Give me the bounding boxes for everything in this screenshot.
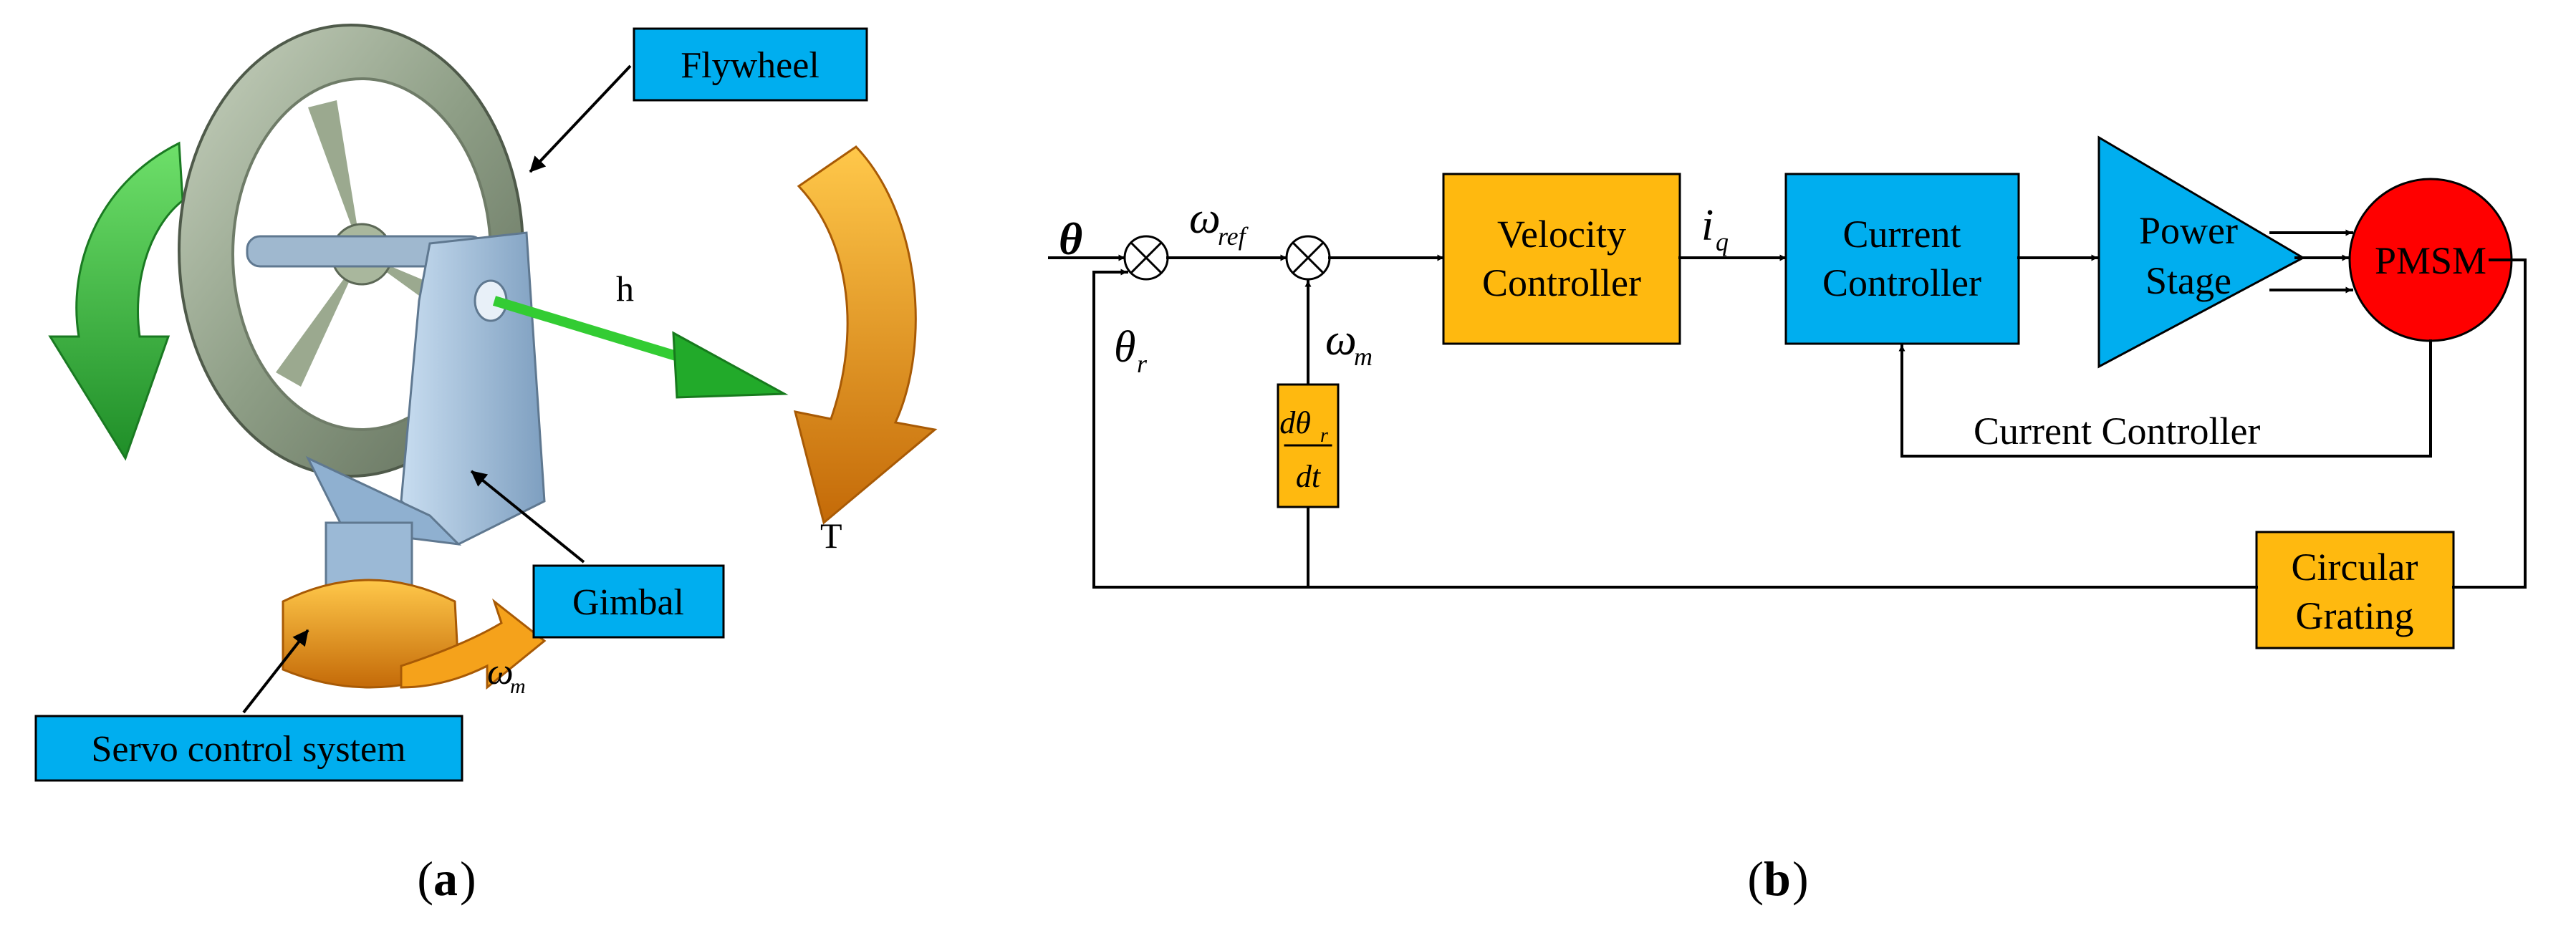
- servo-label: Servo control system: [91, 729, 405, 770]
- servo-base: [282, 579, 547, 690]
- summing-junction-1: [1123, 235, 1169, 281]
- svg-text:Grating: Grating: [2296, 594, 2414, 637]
- flywheel-label: Flywheel: [681, 45, 820, 86]
- circular-grating-block: Circular Grating: [2255, 531, 2455, 649]
- svg-text:i: i: [1701, 201, 1714, 250]
- power-stage-block: Power Stage: [2097, 135, 2306, 369]
- h-label: h: [616, 269, 634, 309]
- svg-text:PMSM: PMSM: [2375, 239, 2486, 282]
- svg-text:Circular: Circular: [2292, 546, 2418, 589]
- flywheel-pointer: [529, 64, 632, 173]
- svg-text:ω: ω: [487, 652, 514, 692]
- current-feedback-label: Current Controller: [1974, 410, 2260, 453]
- velocity-controller-block: Velocity Controller: [1442, 173, 1681, 345]
- svg-text:r: r: [1137, 349, 1148, 378]
- svg-text:dt: dt: [1296, 459, 1322, 494]
- svg-text:Velocity: Velocity: [1497, 213, 1626, 256]
- svg-text:(: (: [1747, 851, 1764, 906]
- svg-text:Stage: Stage: [2145, 259, 2231, 302]
- svg-text:m: m: [1354, 342, 1373, 371]
- flywheel-label-box: Flywheel: [633, 27, 868, 102]
- panel-b: θ θ r ω ref ω m: [1048, 135, 2527, 906]
- summing-junction-2: [1285, 235, 1331, 281]
- svg-text:m: m: [510, 675, 526, 698]
- omega-ref-label: ω ref: [1189, 194, 1249, 251]
- svg-text:θ: θ: [1059, 213, 1082, 264]
- svg-text:b: b: [1764, 851, 1791, 906]
- svg-text:Controller: Controller: [1822, 261, 1981, 304]
- gimbal-frame: [305, 231, 546, 610]
- svg-text:Current: Current: [1843, 213, 1961, 256]
- omega-m-label-a: ω m: [487, 652, 526, 698]
- svg-text:ω: ω: [1189, 194, 1221, 243]
- svg-text:Controller: Controller: [1482, 261, 1641, 304]
- svg-text:Power: Power: [2139, 209, 2238, 252]
- servo-pointer: [242, 629, 309, 714]
- current-feedback-path: [1898, 339, 2432, 458]
- svg-text:q: q: [1716, 228, 1729, 256]
- svg-text:r: r: [1320, 425, 1328, 447]
- current-controller-block: Current Controller: [1784, 173, 2020, 345]
- svg-text:a: a: [433, 851, 458, 906]
- servo-label-box: Servo control system: [34, 715, 463, 782]
- flywheel-rotation-arrow: [48, 141, 184, 461]
- omega-m-label: ω m: [1325, 316, 1373, 371]
- torque-arrow: [793, 145, 938, 525]
- phase-lines: [2269, 229, 2353, 294]
- gimbal-label-box: Gimbal: [532, 564, 725, 639]
- svg-text:dθ: dθ: [1279, 405, 1311, 440]
- theta-input-label: θ: [1059, 213, 1082, 264]
- caption-a: ( a ): [417, 851, 476, 906]
- pmsm-motor: PMSM: [2348, 178, 2513, 342]
- gimbal-pointer: [470, 470, 585, 564]
- T-label: T: [820, 516, 842, 556]
- svg-text:): ): [1792, 851, 1809, 906]
- iq-label: i q: [1701, 201, 1729, 256]
- panel-a: Flywheel Gimbal Servo control system h T…: [34, 24, 938, 906]
- svg-text:ref: ref: [1218, 222, 1249, 251]
- theta-r-label: θ r: [1114, 323, 1148, 378]
- position-feedback-path: [1092, 258, 2527, 589]
- derivative-block: dθ r dt: [1277, 383, 1340, 508]
- gimbal-label: Gimbal: [572, 582, 684, 623]
- svg-text:(: (: [417, 851, 433, 906]
- svg-text:ω: ω: [1325, 316, 1357, 364]
- svg-text:): ): [460, 851, 476, 906]
- momentum-vector: [492, 296, 789, 399]
- svg-text:θ: θ: [1114, 323, 1135, 372]
- caption-b: ( b ): [1747, 851, 1808, 906]
